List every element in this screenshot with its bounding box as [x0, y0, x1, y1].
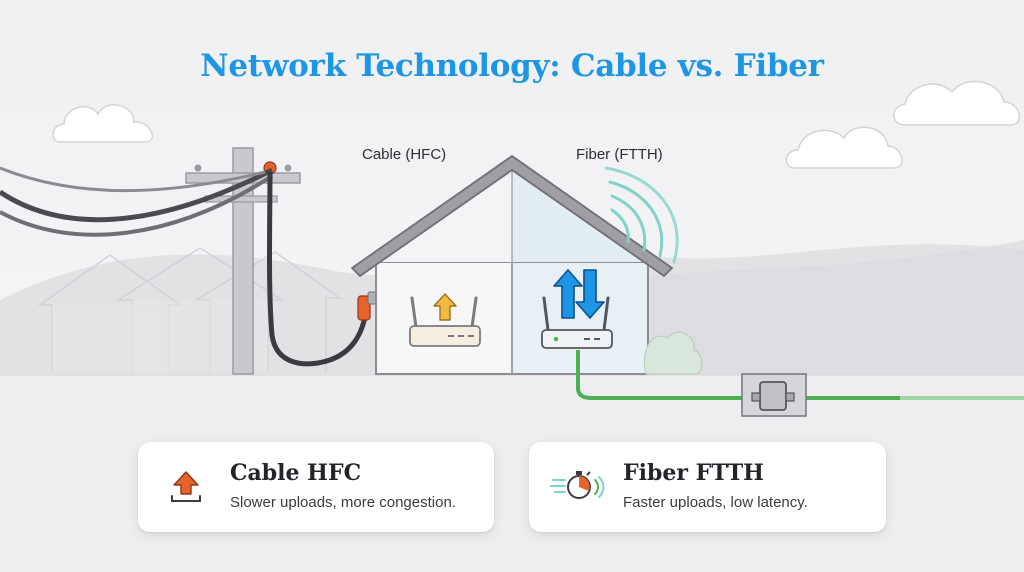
- coax-drop-cable: [267, 171, 369, 367]
- cloud-right-mid: [785, 126, 903, 169]
- stopwatch-icon: [550, 471, 605, 499]
- cloud-right-top: [893, 80, 1021, 126]
- overhead-cable-2: [0, 174, 274, 237]
- bush: [643, 331, 703, 375]
- cloud-left: [52, 104, 154, 143]
- bidirectional-arrows-icon: [553, 269, 605, 319]
- upload-icon: [171, 471, 201, 502]
- fiber-card: Fiber FTTH Faster uploads, low latency.: [529, 442, 886, 532]
- fiber-line: [576, 350, 1024, 400]
- fiber-house-label: Fiber (FTTH): [576, 146, 663, 163]
- upload-arrow-icon: [433, 293, 457, 321]
- fiber-card-title: Fiber FTTH: [623, 460, 764, 486]
- main-house: [351, 155, 673, 375]
- page-title: Network Technology: Cable vs. Fiber: [200, 48, 824, 84]
- cable-card-description: Slower uploads, more congestion.: [230, 494, 456, 511]
- cable-card-title: Cable HFC: [230, 460, 362, 486]
- fiber-splice-box-icon: [741, 373, 807, 417]
- overhead-cable: [0, 167, 274, 223]
- cable-router-icon: [409, 296, 481, 347]
- fiber-router-icon: [541, 296, 613, 349]
- overhead-cable-3: [0, 166, 266, 193]
- cable-house-label: Cable (HFC): [362, 146, 447, 163]
- fiber-card-description: Faster uploads, low latency.: [623, 494, 808, 511]
- wifi-waves-icon: [604, 166, 679, 264]
- cable-card: Cable HFC Slower uploads, more congestio…: [138, 442, 494, 532]
- cable-connector-icon: [357, 291, 378, 321]
